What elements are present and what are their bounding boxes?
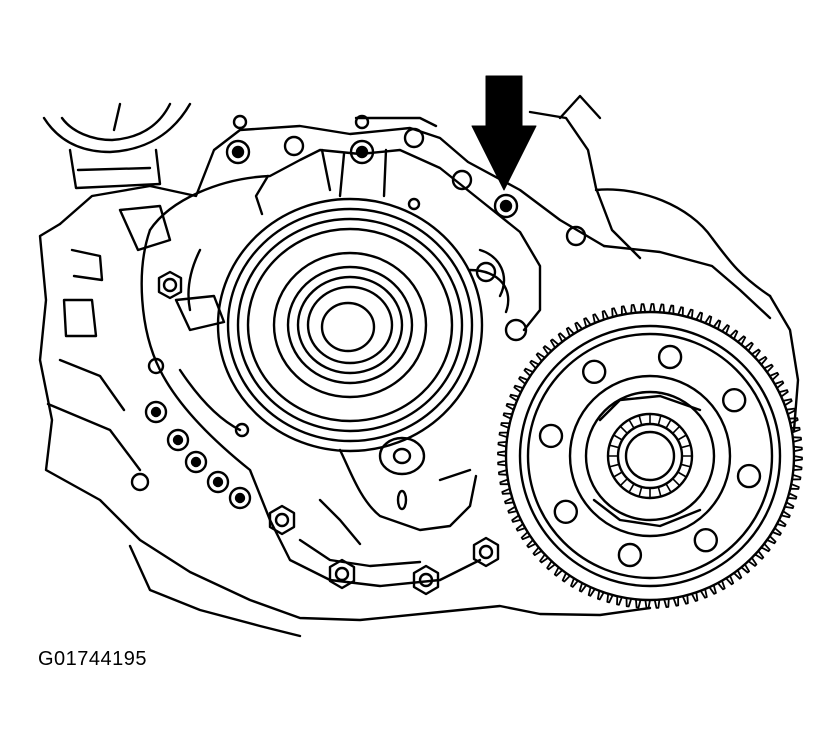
spline-tooth: [665, 418, 672, 430]
spline-tooth: [671, 425, 681, 435]
spline-tooth: [638, 486, 643, 498]
case-outline: [38, 94, 800, 638]
spline-tooth: [628, 482, 635, 494]
gear-bolt-hole: [617, 542, 643, 568]
gear-teeth-path: [497, 303, 803, 609]
spline-tooth: [680, 444, 692, 449]
gear-bolt-hole: [736, 463, 762, 489]
spline-tooth: [676, 471, 688, 478]
figure-id-label: G01744195: [38, 648, 148, 670]
spline-tooth: [680, 463, 692, 468]
spline-tooth: [608, 444, 620, 449]
spline-tooth: [612, 434, 624, 441]
spline-tooth: [612, 471, 624, 478]
spline-tooth: [665, 482, 672, 494]
hex-nuts: [157, 270, 500, 596]
clutch-pack: [216, 197, 484, 453]
case-bolts: [144, 139, 519, 510]
gear-bolt-hole: [657, 344, 683, 370]
spline-tooth: [619, 477, 629, 487]
spline-tooth: [657, 486, 662, 498]
arrow-down-icon: [471, 75, 537, 191]
gear-bolt-hole: [722, 388, 747, 413]
ring-gear: [497, 303, 803, 609]
case-holes: [130, 114, 587, 492]
spline-tooth: [638, 414, 643, 426]
spline-tooth: [628, 418, 635, 430]
gear-bolt-hole: [693, 528, 718, 553]
gear-bolt-hole: [553, 499, 578, 524]
lower-housing: [298, 436, 478, 568]
spline-tooth: [671, 477, 681, 487]
spline-tooth: [657, 414, 662, 426]
gear-bolt-hole: [538, 423, 564, 449]
spline-tooth: [676, 434, 688, 441]
hose-lines: [42, 102, 192, 190]
spline-tooth: [608, 463, 620, 468]
gear-bolt-hole: [582, 359, 607, 384]
spline-tooth: [619, 425, 629, 435]
